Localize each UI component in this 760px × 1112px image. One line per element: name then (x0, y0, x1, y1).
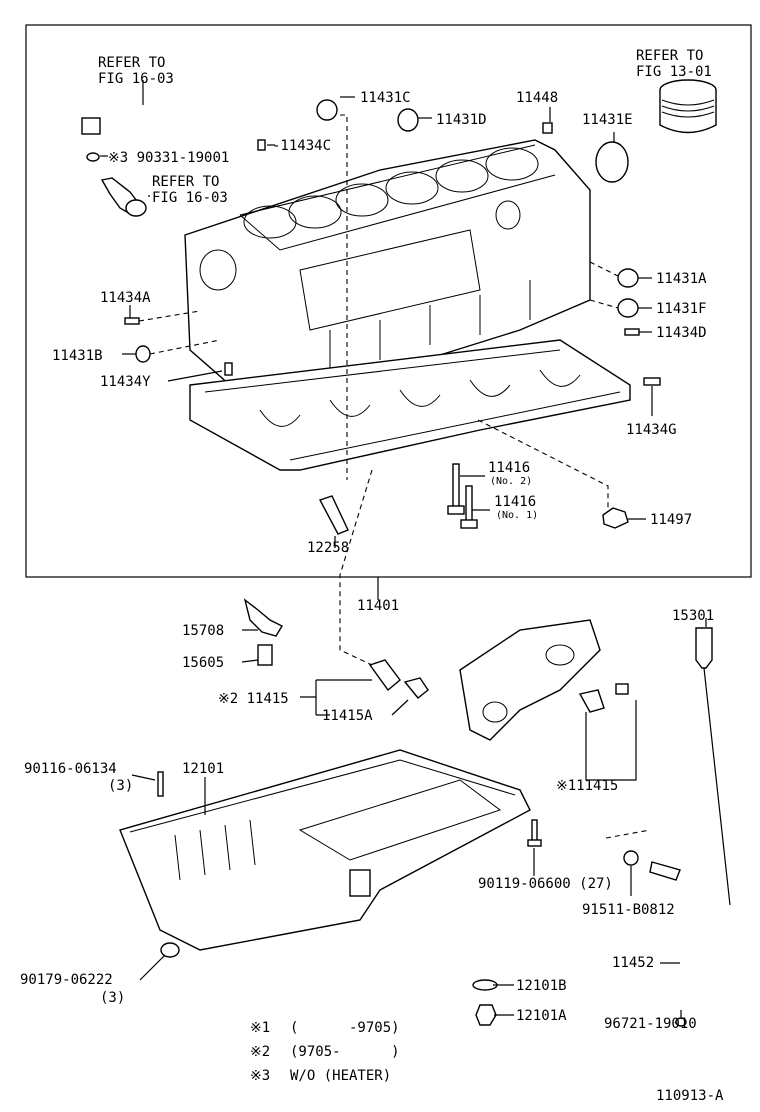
plug-11431C (316, 99, 338, 121)
label-90179-qty: (3) (100, 990, 125, 1006)
label-12101A: 12101A (516, 1008, 567, 1024)
pin-11434D (624, 328, 640, 336)
label-15605: 15605 (182, 655, 224, 671)
label-96721-19010: 96721-19010 (604, 1016, 697, 1032)
dipstick-guide-11452 (649, 823, 702, 986)
refer-note-3-line2: FIG 13-01 (636, 64, 712, 80)
label-11497: 11497 (650, 512, 692, 528)
dowel-12258 (318, 495, 349, 535)
label-11434D: 11434D (656, 325, 707, 341)
refer-note-1-line2: FIG 16-03 (98, 71, 174, 87)
note-2-mark: ※2 (250, 1044, 270, 1060)
label-11416-no2-sub: (No. 2) (490, 476, 532, 487)
water-union (100, 177, 147, 217)
label-11431E: 11431E (582, 112, 633, 128)
part-15708 (243, 598, 283, 637)
label-11434C: -11434C (272, 138, 331, 154)
label-90116-qty: (3) (108, 778, 133, 794)
plug-11431A (617, 268, 639, 288)
label-90116-06134: 90116-06134 (24, 761, 117, 777)
pin-11434G (643, 377, 661, 386)
label-11416-no1-sub: (No. 1) (496, 510, 538, 521)
bed-plate (189, 339, 631, 471)
label-11452: 11452 (612, 955, 654, 971)
label-11416-no1: 11416 (494, 494, 536, 510)
plug-11431E (595, 141, 629, 183)
part-15605 (257, 644, 273, 666)
label-11416-no2: 11416 (488, 460, 530, 476)
plug-11431B (135, 345, 151, 363)
label-11434Y: 11434Y (100, 374, 151, 390)
bolt-90116 (157, 771, 164, 797)
block-group-frame (25, 24, 752, 578)
filter-bracket (459, 619, 601, 741)
label-12258: 12258 (307, 540, 349, 556)
note-2-text: (9705- ) (290, 1044, 400, 1060)
label-11415-1: ※111415 (556, 778, 618, 794)
label-90331-19001: ※3 90331-19001 (108, 150, 229, 166)
label-15301: 15301 (672, 608, 714, 624)
oil-jet-11415A (403, 677, 429, 699)
bolt-11416-no2 (447, 463, 465, 515)
cylinder-block-11401 (184, 139, 591, 386)
refer-note-1-line1: REFER TO (98, 55, 165, 71)
plug-11431D (397, 108, 419, 132)
label-90119-06600: 90119-06600 (27) (478, 876, 613, 892)
label-11431F: 11431F (656, 301, 707, 317)
bolt-90119 (527, 819, 542, 847)
leader-lines (100, 80, 707, 1018)
label-90179-06222: 90179-06222 (20, 972, 113, 988)
note-3-text: W/O (HEATER) (290, 1068, 391, 1084)
piston-reference (659, 79, 717, 134)
nut-11497 (602, 507, 629, 529)
label-12101: 12101 (182, 761, 224, 777)
label-11431A: 11431A (656, 271, 707, 287)
label-11434A: 11434A (100, 290, 151, 306)
bolt-91511 (623, 850, 639, 866)
bolt-11416-no1 (460, 485, 478, 529)
label-11415A: 11415A (322, 708, 373, 724)
drain-plug-90179 (160, 942, 180, 958)
label-11431B: 11431B (52, 348, 103, 364)
refer-note-2-line1: REFER TO (152, 174, 219, 190)
pin-11434A (124, 317, 140, 325)
oil-pan-12101 (119, 749, 531, 951)
refer-note-3-line1: REFER TO (636, 48, 703, 64)
plug-11431F (617, 298, 639, 318)
note-3-mark: ※3 (250, 1068, 270, 1084)
oil-jet-11415 (368, 659, 401, 692)
pin-11434Y (224, 362, 233, 376)
plug-12101A (475, 1004, 497, 1026)
label-15708: 15708 (182, 623, 224, 639)
gasket-90331 (86, 152, 100, 162)
label-11415-2: ※2 11415 (218, 691, 289, 707)
note-1-mark: ※1 (250, 1020, 270, 1036)
label-11448: 11448 (516, 90, 558, 106)
bolt-small (615, 683, 629, 695)
dipstick-15301 (695, 627, 731, 906)
note-1-text: ( -9705) (290, 1020, 400, 1036)
heater-pipe (81, 34, 342, 135)
label-11431C: 11431C (360, 90, 411, 106)
figure-id: 110913-A (656, 1088, 724, 1104)
label-11434G: 11434G (626, 422, 677, 438)
label-12101B: 12101B (516, 978, 567, 994)
label-11401: 11401 (357, 598, 399, 614)
label-91511-B0812: 91511-B0812 (582, 902, 675, 918)
plug-11448 (542, 122, 553, 134)
oil-jet-11415-1 (578, 689, 605, 713)
pin-11434C (257, 139, 266, 151)
label-11431D: 11431D (436, 112, 487, 128)
refer-note-2-line2: FIG 16-03 (152, 190, 228, 206)
